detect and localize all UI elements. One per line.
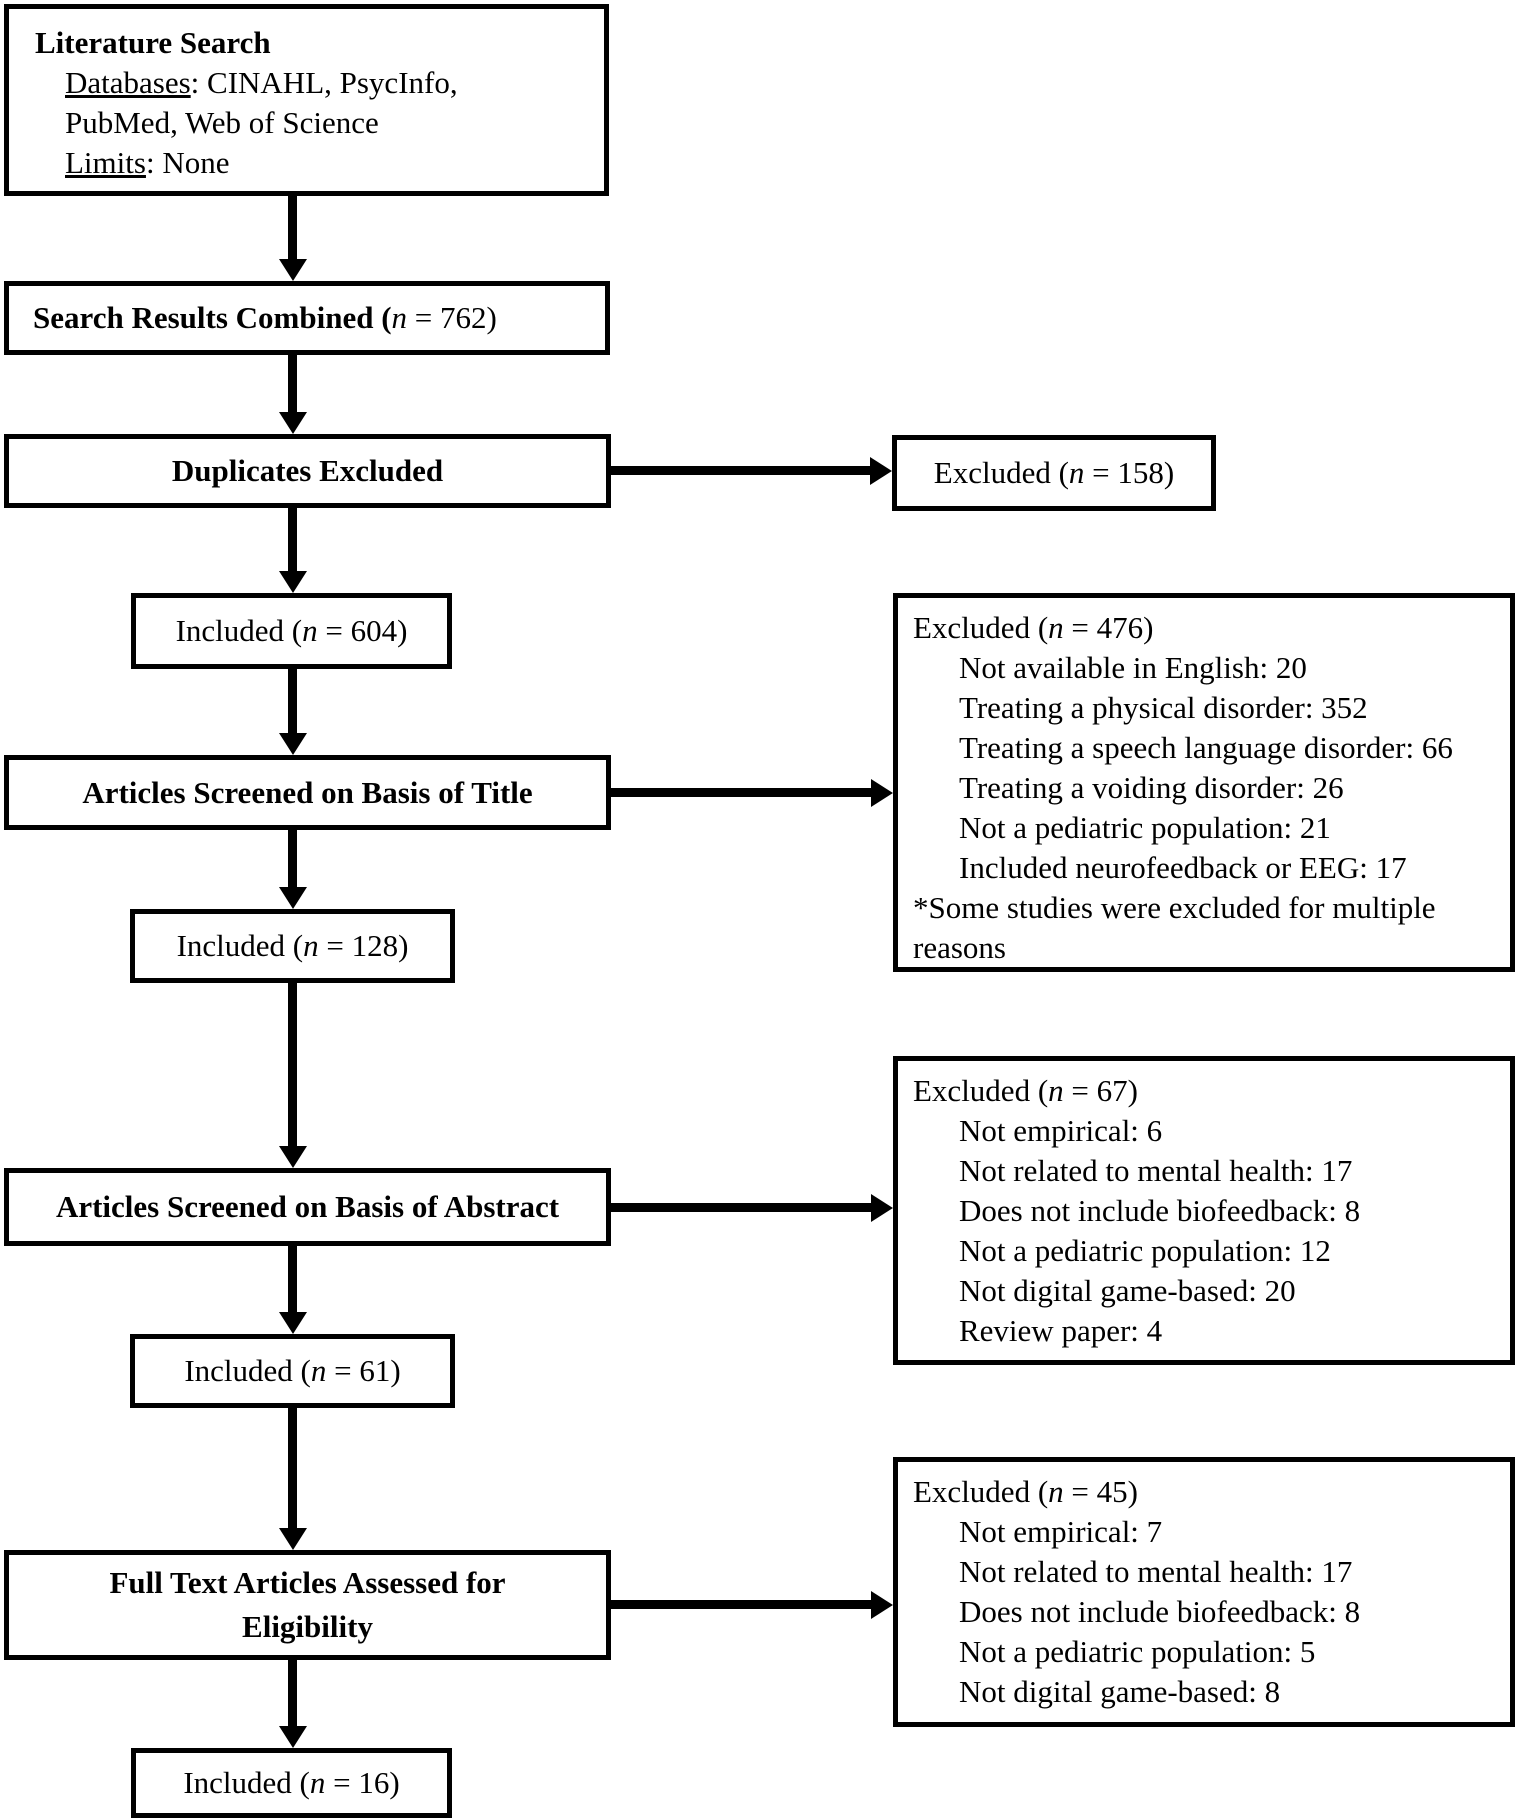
fulltext-label-line1: Full Text Articles Assessed for: [109, 1565, 506, 1600]
box-excluded-abstract-screen: Excluded (n = 67) Not empirical: 6 Not r…: [893, 1056, 1515, 1365]
exclusion-reason: Not a pediatric population: 21: [959, 810, 1331, 845]
duplicates-label: Duplicates Excluded: [171, 453, 444, 488]
box-duplicates-excluded: Duplicates Excluded: [4, 434, 611, 508]
box-included-61: Included (n = 61): [130, 1334, 455, 1408]
arrow-literature-to-combined: [288, 196, 297, 259]
exclusion-reason: Not related to mental health: 17: [959, 1554, 1353, 1589]
included-16-label: Included (n = 16): [183, 1765, 400, 1800]
exclusion-reason: Does not include biofeedback: 8: [959, 1193, 1361, 1228]
limits-line: Limits: None: [35, 143, 588, 183]
exclusion-reason: Not digital game-based: 20: [959, 1273, 1296, 1308]
box-included-604: Included (n = 604): [131, 593, 452, 669]
arrow-combined-to-duplicates: [288, 355, 297, 412]
box-included-128: Included (n = 128): [130, 909, 455, 983]
included-604-label: Included (n = 604): [175, 613, 408, 648]
included-128-label: Included (n = 128): [176, 928, 409, 963]
included-61-label: Included (n = 61): [184, 1353, 401, 1388]
arrow-duplicates-to-excluded: [611, 466, 870, 475]
arrow-fulltext-to-excluded: [611, 1600, 871, 1609]
exclusion-reason: Not a pediatric population: 12: [959, 1233, 1331, 1268]
box-included-16: Included (n = 16): [131, 1748, 452, 1818]
limits-value: : None: [145, 145, 230, 180]
arrow-included61-to-fulltext: [288, 1408, 297, 1528]
box-articles-screened-abstract: Articles Screened on Basis of Abstract: [4, 1168, 611, 1246]
abstract-screen-label: Articles Screened on Basis of Abstract: [55, 1189, 560, 1224]
literature-search-title: Literature Search: [35, 25, 271, 60]
databases-label: Databases: [65, 65, 191, 100]
exclusion-reason: Not a pediatric population: 5: [959, 1634, 1316, 1669]
exclusion-footnote: *Some studies were excluded for multiple…: [913, 890, 1436, 965]
exclusion-reason: Not empirical: 6: [959, 1113, 1163, 1148]
exclusion-reason: Included neurofeedback or EEG: 17: [959, 850, 1407, 885]
excluded-title-header: Excluded (n = 476): [913, 610, 1154, 645]
box-excluded-duplicates: Excluded (n = 158): [892, 435, 1216, 511]
exclusion-reason: Review paper: 4: [959, 1313, 1163, 1348]
box-excluded-fulltext-screen: Excluded (n = 45) Not empirical: 7 Not r…: [893, 1457, 1515, 1727]
box-search-results-combined: Search Results Combined (n = 762): [4, 281, 610, 355]
exclusion-reason: Not related to mental health: 17: [959, 1153, 1353, 1188]
arrow-titlescreen-to-excluded: [611, 788, 871, 797]
excluded-fulltext-header: Excluded (n = 45): [913, 1474, 1138, 1509]
excluded-duplicates-label: Excluded (n = 158): [933, 455, 1175, 490]
fulltext-label-line2: Eligibility: [242, 1609, 373, 1644]
databases-line: Databases: CINAHL, PsycInfo,: [35, 63, 588, 103]
exclusion-reason: Does not include biofeedback: 8: [959, 1594, 1361, 1629]
arrow-duplicates-to-included604: [288, 508, 297, 571]
exclusion-reason: Treating a voiding disorder: 26: [959, 770, 1344, 805]
excluded-abstract-header: Excluded (n = 67): [913, 1073, 1138, 1108]
box-excluded-title-screen: Excluded (n = 476) Not available in Engl…: [893, 593, 1515, 972]
arrow-titlescreen-to-included128: [288, 830, 297, 887]
exclusion-reason: Not available in English: 20: [959, 650, 1307, 685]
arrow-fulltext-to-included16: [288, 1660, 297, 1726]
box-full-text-assessed: Full Text Articles Assessed for Eligibil…: [4, 1550, 611, 1660]
exclusion-reason: Not empirical: 7: [959, 1514, 1163, 1549]
arrow-abstractscreen-to-included61: [288, 1246, 297, 1312]
exclusion-reason: Treating a physical disorder: 352: [959, 690, 1368, 725]
arrow-included128-to-abstractscreen: [288, 983, 297, 1146]
databases-line2: PubMed, Web of Science: [35, 103, 588, 143]
arrow-abstractscreen-to-excluded: [611, 1203, 871, 1212]
arrow-included604-to-titlescreen: [288, 669, 297, 733]
limits-label: Limits: [65, 145, 146, 180]
exclusion-reason: Treating a speech language disorder: 66: [959, 730, 1453, 765]
databases-value2: PubMed, Web of Science: [65, 105, 379, 140]
exclusion-reason: Not digital game-based: 8: [959, 1674, 1281, 1709]
title-screen-label: Articles Screened on Basis of Title: [82, 774, 533, 810]
box-literature-search: Literature Search Databases: CINAHL, Psy…: [4, 4, 609, 196]
databases-value: : CINAHL, PsycInfo,: [190, 65, 458, 100]
box-articles-screened-title: Articles Screened on Basis of Title: [4, 755, 611, 830]
search-results-label: Search Results Combined (n = 762): [33, 300, 497, 335]
